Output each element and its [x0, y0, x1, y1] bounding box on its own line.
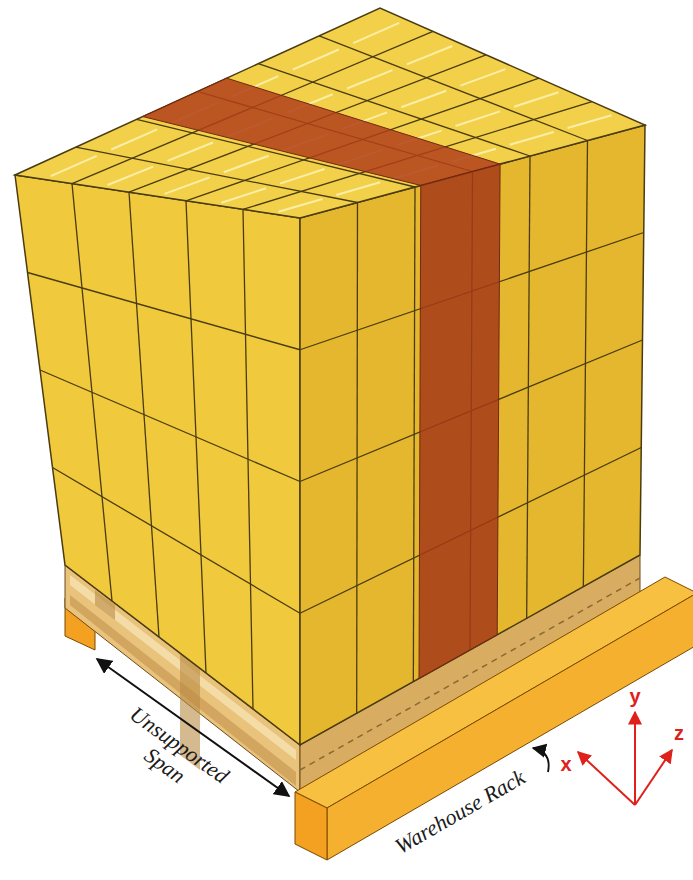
seam-line — [108, 167, 153, 185]
seam-line — [222, 188, 266, 203]
strap-segment — [143, 78, 500, 185]
seam-line — [353, 23, 399, 43]
stack-side-face — [300, 125, 645, 745]
seam-line — [514, 92, 558, 107]
seam-line — [456, 111, 500, 126]
stack-front-face — [15, 175, 300, 745]
seam-line — [165, 177, 210, 193]
box-seams — [28, 23, 644, 713]
seam-line — [347, 70, 392, 88]
seam-line — [53, 468, 301, 614]
seam-line — [460, 69, 505, 85]
stack-top-face — [15, 8, 645, 218]
seam-line — [336, 182, 380, 195]
seam-line — [401, 91, 446, 107]
strap-band — [143, 78, 500, 678]
seam-line — [51, 156, 97, 176]
strap-segment — [419, 164, 500, 678]
leader-arrow — [533, 748, 549, 772]
axis-label: y — [625, 685, 645, 708]
seam-line — [28, 273, 301, 350]
seam-line — [278, 199, 322, 212]
seam-line — [280, 169, 324, 184]
seam-line — [510, 132, 554, 145]
seam-line — [293, 49, 339, 69]
seam-line — [407, 46, 452, 64]
axis-triad — [578, 712, 672, 805]
seam-line — [40, 370, 300, 482]
seam-line — [568, 115, 612, 128]
seam-line — [224, 156, 269, 172]
axis-label: x — [556, 753, 576, 776]
seam-line — [168, 143, 213, 161]
seam-line — [111, 129, 157, 149]
axis-label: z — [669, 722, 689, 745]
